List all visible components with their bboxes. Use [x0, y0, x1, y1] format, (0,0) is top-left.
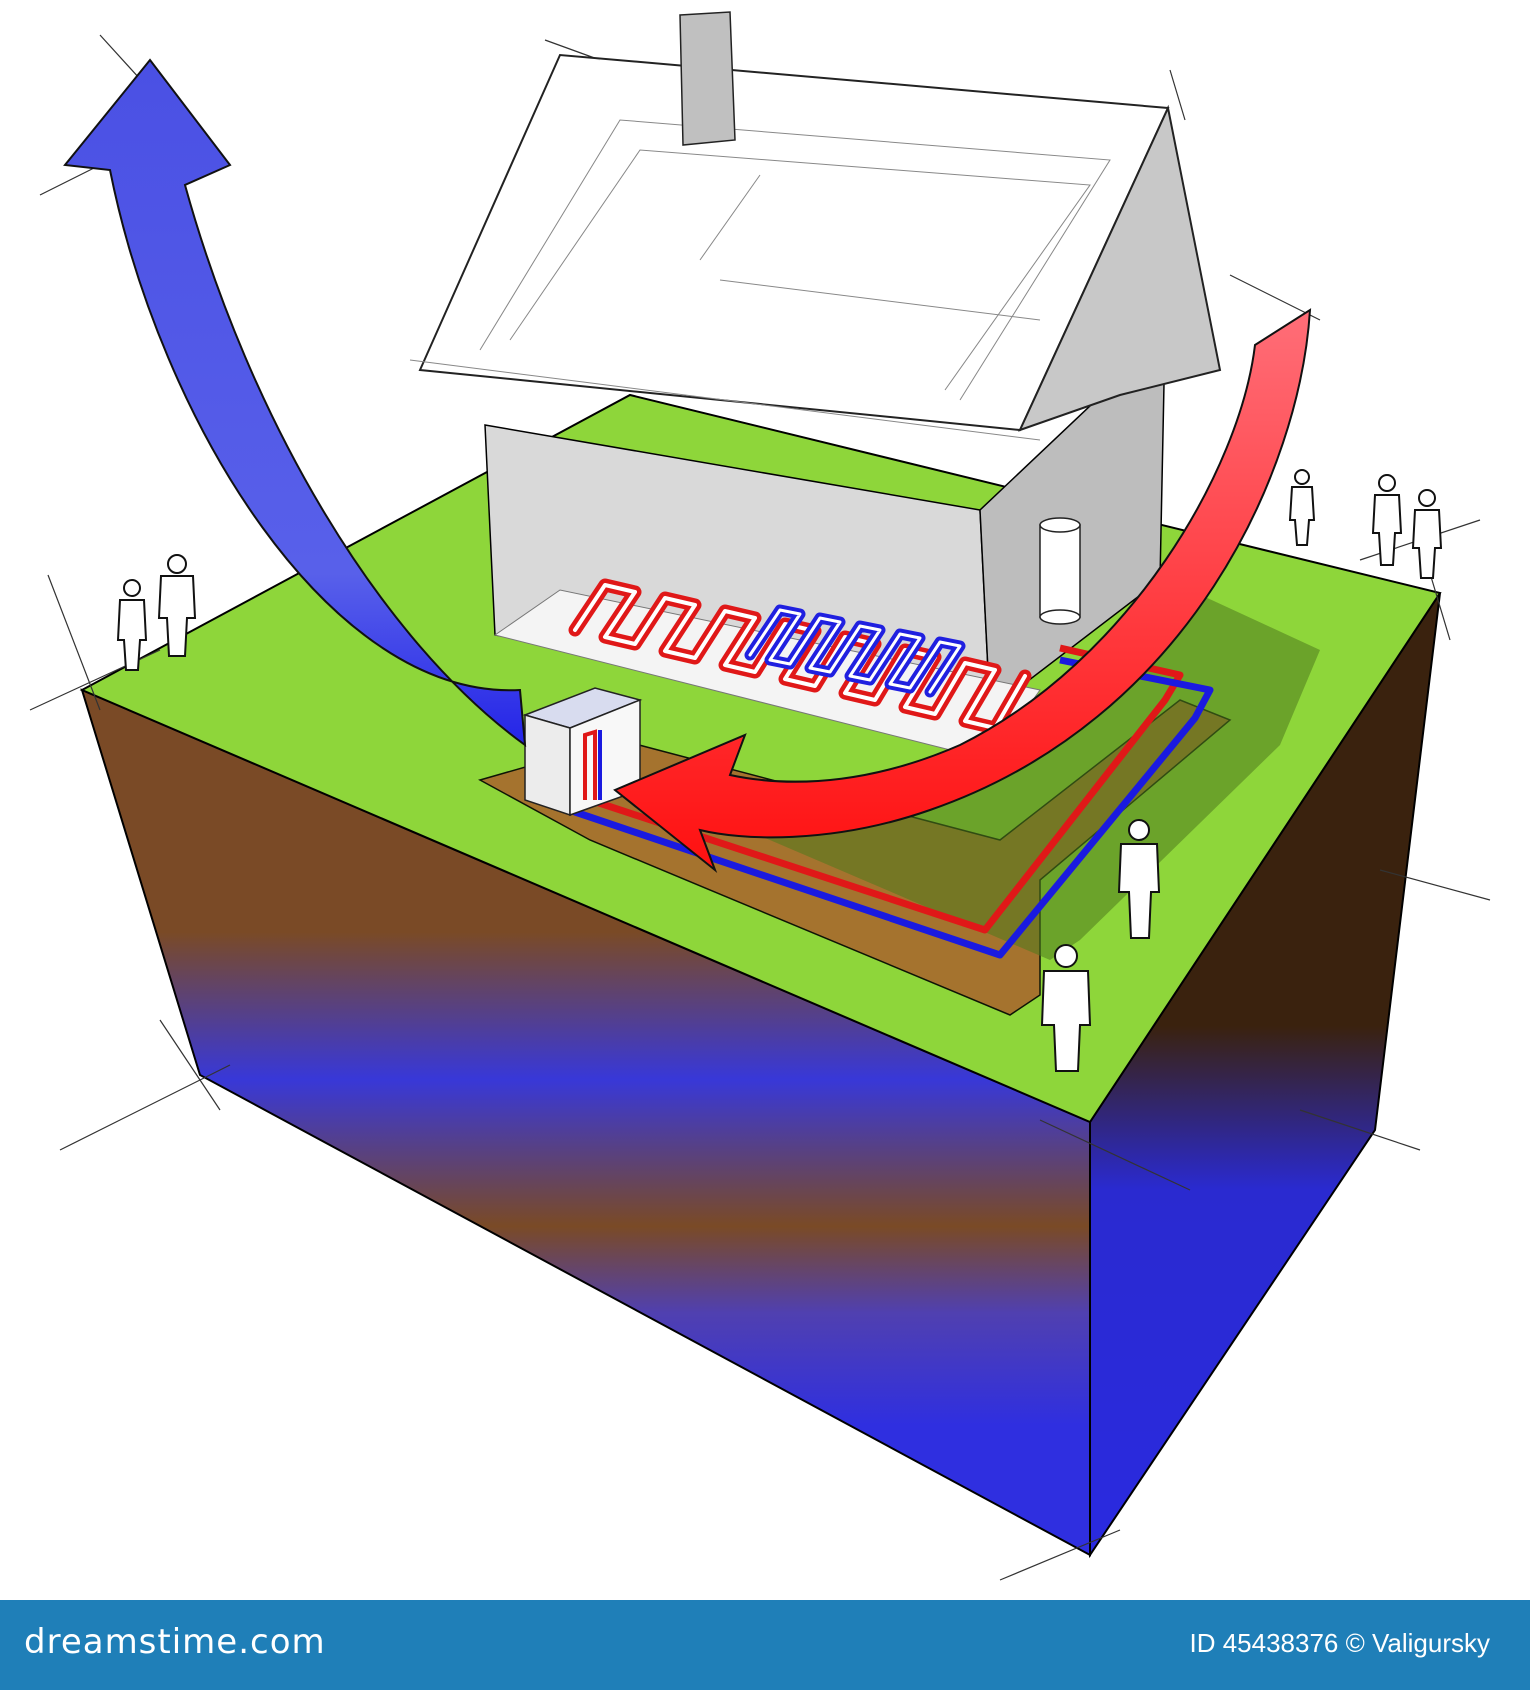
house-floor: [493, 589, 1041, 761]
person-icon: [1371, 474, 1403, 566]
roof-gable: [1018, 104, 1222, 432]
footer-logo[interactable]: dreamstime.com: [24, 1622, 326, 1662]
underfloor-heating-coil: [568, 578, 1032, 735]
footer-credit: ID 45438376 © Valigursky: [1189, 1628, 1490, 1658]
chimney: [679, 11, 736, 146]
cold-air-arrow-icon: [63, 58, 527, 748]
person-icon: [1117, 819, 1161, 939]
warm-air-arrow-icon: [613, 308, 1312, 874]
people: [116, 469, 1443, 1072]
heat-pump-diagram: [29, 11, 1491, 1581]
roof-wireframe: [409, 119, 1111, 441]
person-icon: [1288, 469, 1316, 546]
person-icon: [1411, 489, 1443, 579]
person-icon: [116, 579, 148, 671]
floor-pipe-cold-inner: [748, 608, 962, 694]
person-icon: [1040, 944, 1092, 1072]
footer-bar: dreamstime.com ID 45438376 © Valigursky: [0, 1600, 1530, 1690]
water-tank-icon: [1039, 517, 1081, 625]
person-icon: [157, 554, 197, 657]
